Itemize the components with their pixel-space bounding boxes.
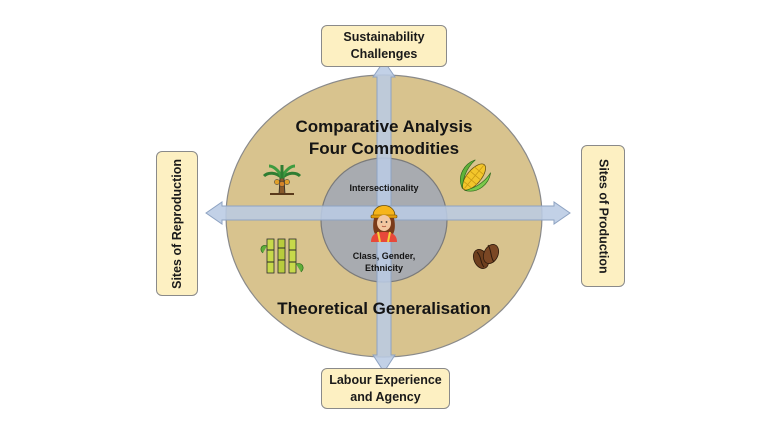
sites-of-reproduction-box: Sites of Reproduction bbox=[156, 151, 198, 296]
sustainability-challenges-box: Sustainability Challenges bbox=[321, 25, 447, 67]
female-worker-hardhat-icon bbox=[370, 205, 398, 243]
corn-icon bbox=[460, 159, 492, 192]
sites-of-reproduction-label: Sites of Reproduction bbox=[169, 158, 184, 289]
labour-experience-agency-box: Labour Experience and Agency bbox=[321, 368, 450, 409]
theoretical-generalisation-label: Theoretical Generalisation bbox=[277, 299, 491, 318]
sugarcane-icon bbox=[260, 238, 304, 274]
sites-of-production-label: Sites of Production bbox=[596, 158, 611, 274]
comparative-analysis-title: Comparative Analysis Four Commodities bbox=[295, 117, 473, 159]
intersectionality-label: Intersectionality bbox=[349, 183, 419, 193]
class-gender-ethnicity-label: Class, Gender, Ethnicity bbox=[352, 251, 416, 274]
sites-of-production-box: Sites of Production bbox=[581, 145, 625, 287]
coffee-beans-icon bbox=[472, 244, 500, 269]
palm-oil-tree-icon bbox=[262, 164, 302, 195]
